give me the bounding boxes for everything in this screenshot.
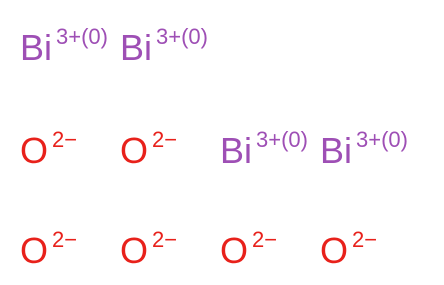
ion-charge: 2− [52, 127, 78, 152]
element-symbol: O [320, 230, 349, 271]
element-symbol: O [20, 130, 49, 171]
ion-charge: 3+(0) [56, 24, 108, 49]
ion-charge: 2− [352, 227, 378, 252]
ion-charge: 3+(0) [256, 127, 308, 152]
element-symbol: Bi [220, 130, 253, 171]
ion-charge: 2− [52, 227, 78, 252]
element-symbol: O [120, 130, 149, 171]
element-symbol: Bi [320, 130, 353, 171]
ion-charge: 3+(0) [356, 127, 408, 152]
ion-charge: 2− [152, 227, 178, 252]
element-symbol: Bi [120, 27, 153, 68]
ion-charge: 3+(0) [156, 24, 208, 49]
element-symbol: O [20, 230, 49, 271]
element-symbol: O [220, 230, 249, 271]
element-symbol: Bi [20, 27, 53, 68]
element-symbol: O [120, 230, 149, 271]
ion-charge: 2− [152, 127, 178, 152]
ion-charge: 2− [252, 227, 278, 252]
